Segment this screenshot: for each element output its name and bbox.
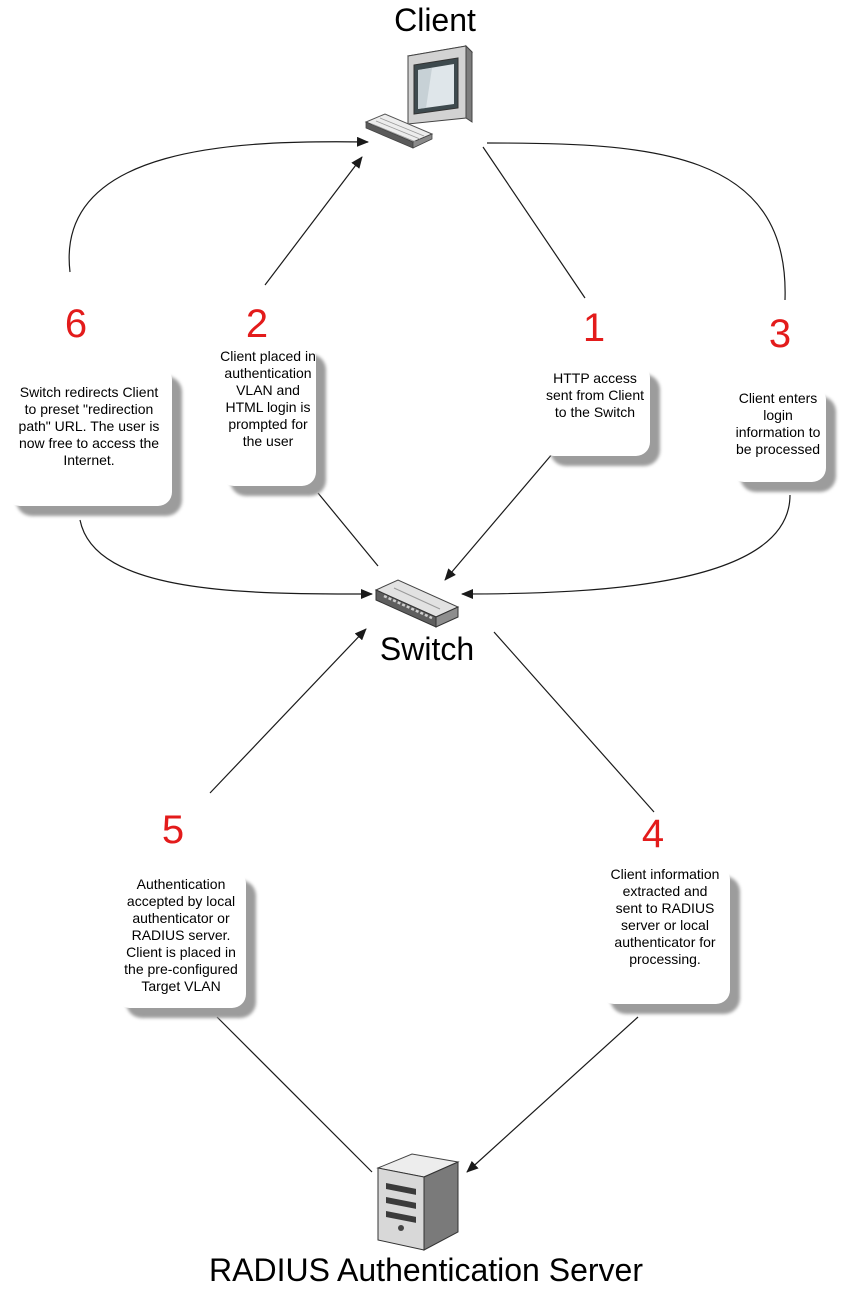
step-5-text: Authentication accepted by local authent…	[124, 876, 238, 994]
server-label: RADIUS Authentication Server	[209, 1252, 643, 1288]
step-number-1: 1	[582, 306, 606, 350]
server-icon	[376, 1153, 460, 1251]
client-computer-icon	[364, 44, 474, 149]
arrow-step4-to-server	[466, 1016, 639, 1173]
client-label: Client	[394, 2, 476, 38]
step-4-callout: Client information extracted and sent to…	[600, 866, 740, 1014]
arrow-step5-to-switch	[209, 628, 367, 794]
step-1-text: HTTP access sent from Client to the Swit…	[545, 370, 645, 420]
line-step2-to-switch	[317, 492, 379, 567]
line-client-to-step3	[486, 142, 786, 301]
arrow-step1-to-switch	[444, 452, 554, 581]
step-4-text: Client information extracted and sent to…	[610, 866, 720, 967]
line-switch-to-step4	[493, 631, 655, 813]
step-number-3: 3	[768, 312, 792, 356]
arrow-step6-to-switch	[79, 519, 373, 600]
arrow-step3-to-switch	[461, 494, 791, 599]
step-6-text: Switch redirects Client to preset "redir…	[18, 384, 160, 468]
step-2-text: Client placed in authentication VLAN and…	[220, 348, 316, 449]
line-step5-to-server	[216, 1016, 373, 1173]
line-client-to-step1	[482, 146, 586, 299]
step-5-callout: Authentication accepted by local authent…	[116, 870, 256, 1018]
step-1-callout: HTTP access sent from Client to the Swit…	[540, 364, 660, 466]
step-6-callout: Switch redirects Client to preset "redir…	[6, 366, 182, 516]
step-number-2: 2	[245, 302, 269, 346]
step-3-callout: Client enters login information to be pr…	[730, 386, 836, 492]
switch-icon	[374, 579, 460, 628]
switch-label: Switch	[379, 631, 475, 667]
step-number-6: 6	[64, 302, 88, 346]
step-number-5: 5	[161, 808, 185, 852]
step-number-4: 4	[641, 812, 665, 856]
arrow-step2-to-client	[264, 156, 363, 286]
step-2-callout: Client placed in authentication VLAN and…	[220, 344, 326, 496]
step-3-text: Client enters login information to be pr…	[735, 390, 821, 457]
arrow-step6-to-client	[68, 136, 369, 273]
